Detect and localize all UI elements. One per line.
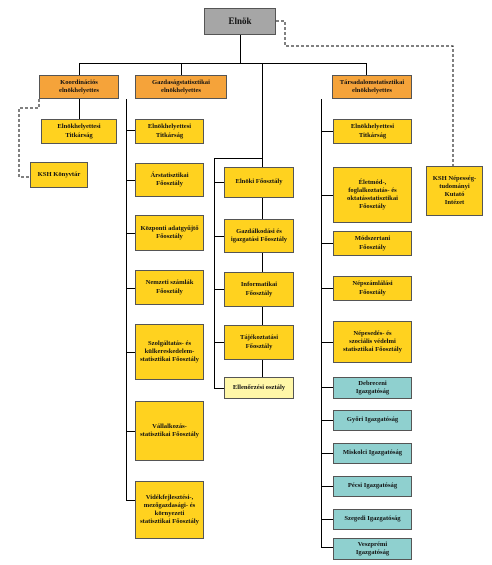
box-elnoki-foosztaly: Elnöki Főosztály: [224, 167, 294, 198]
box-eletmod: Életmód-, foglalkoztatás- és oktatásstat…: [333, 167, 412, 223]
connector-line: [321, 243, 333, 244]
box-szegedi: Szegedi Igazgatóság: [333, 509, 412, 530]
connector-line: [126, 233, 135, 234]
box-ksh-konyvtar: KSH Könyvtár: [30, 162, 88, 188]
box-gyori: Győri Igazgatóság: [333, 410, 412, 431]
box-nepessegtudomanyi-kutato-intezet: KSH Népesség- tudományi Kutató Intézet: [426, 166, 483, 216]
box-tajekoztatasi: Tájékoztatási Főosztály: [224, 325, 294, 360]
box-veszpremi: Veszprémi Igazgatóság: [333, 538, 412, 560]
box-videkfejlesztesi: Vidékfejlesztési-, mezőgazdasági- és kör…: [135, 481, 204, 539]
connector-line: [126, 500, 135, 501]
box-koordinacios-elnokhelyettes: Koordinációs elnökhelyettes: [39, 75, 119, 99]
connector-line: [321, 547, 333, 548]
box-gazdalkodasi: Gazdálkodási és igazgatási Főosztály: [224, 219, 294, 253]
box-koord-titkarsag: Elnökhelyettesi Titkárság: [41, 119, 117, 144]
connector-line: [321, 342, 333, 343]
box-kozponti-adatgyujto: Központi adatgyűjtő Főosztály: [135, 215, 204, 251]
connector-line: [321, 453, 333, 454]
connector-line: [214, 158, 215, 388]
connector-line: [321, 288, 333, 289]
box-vallalkozas: Vállalkozás- statisztikai Főosztály: [135, 401, 204, 461]
connector-line: [126, 352, 135, 353]
box-debreceni: Debreceni Igazgatóság: [333, 377, 412, 399]
connector-line: [321, 420, 333, 421]
connector-line: [321, 195, 333, 196]
box-ellenorzesi-osztaly: Ellenőrzési osztály: [224, 377, 294, 399]
connector-line: [321, 486, 333, 487]
connector-line: [126, 99, 127, 500]
connector-line: [126, 288, 135, 289]
box-tarsadalomstatisztikai-elnokhelyettes: Társadalomstatisztikai elnökhelyettes: [332, 75, 412, 99]
box-nemzeti-szamlak: Nemzeti számlák Főosztály: [135, 270, 204, 305]
box-arstatisztikai: Árstatisztikai Főosztály: [135, 163, 204, 197]
connector-line: [214, 182, 224, 183]
connector-line: [79, 63, 80, 75]
connector-line: [214, 158, 262, 159]
connector-line: [126, 431, 135, 432]
connector-line: [79, 99, 80, 119]
connector-line: [214, 342, 224, 343]
box-gazd-titkarsag: Elnökhelyettesi Titkárság: [135, 119, 204, 144]
box-nepszamlalasi: Népszámlálási Főosztály: [333, 276, 412, 301]
connector-line: [126, 180, 135, 181]
connector-line: [321, 387, 333, 388]
connector-line: [181, 63, 182, 75]
box-informatikai: Informatikai Főosztály: [224, 272, 294, 307]
connector-line: [240, 34, 241, 64]
box-gazdasagstatisztikai-elnokhelyettes: Gazdaságstatisztikai elnökhelyettes: [135, 75, 227, 99]
box-nepesedesi: Népesedés- és szociális védelmi statiszt…: [333, 321, 412, 363]
connector-line: [79, 63, 366, 64]
connector-line: [321, 99, 322, 547]
box-szolgaltatas: Szolgáltatás- és külkereskedelem- statis…: [135, 324, 204, 380]
connector-line: [126, 130, 135, 131]
box-elnok: Elnök: [204, 8, 276, 35]
box-pecsi: Pécsi Igazgatóság: [333, 476, 412, 497]
connector-line: [214, 236, 224, 237]
connector-line: [321, 131, 333, 132]
connector-line: [214, 388, 224, 389]
connector-line: [214, 289, 224, 290]
connector-line: [366, 63, 367, 75]
connector-line: [321, 519, 333, 520]
box-tars-titkarsag: Elnökhelyettesi Titkárság: [333, 119, 412, 144]
box-modszertani: Módszertani Főosztály: [333, 231, 412, 256]
box-miskolci: Miskolci Igazgatóság: [333, 443, 412, 464]
